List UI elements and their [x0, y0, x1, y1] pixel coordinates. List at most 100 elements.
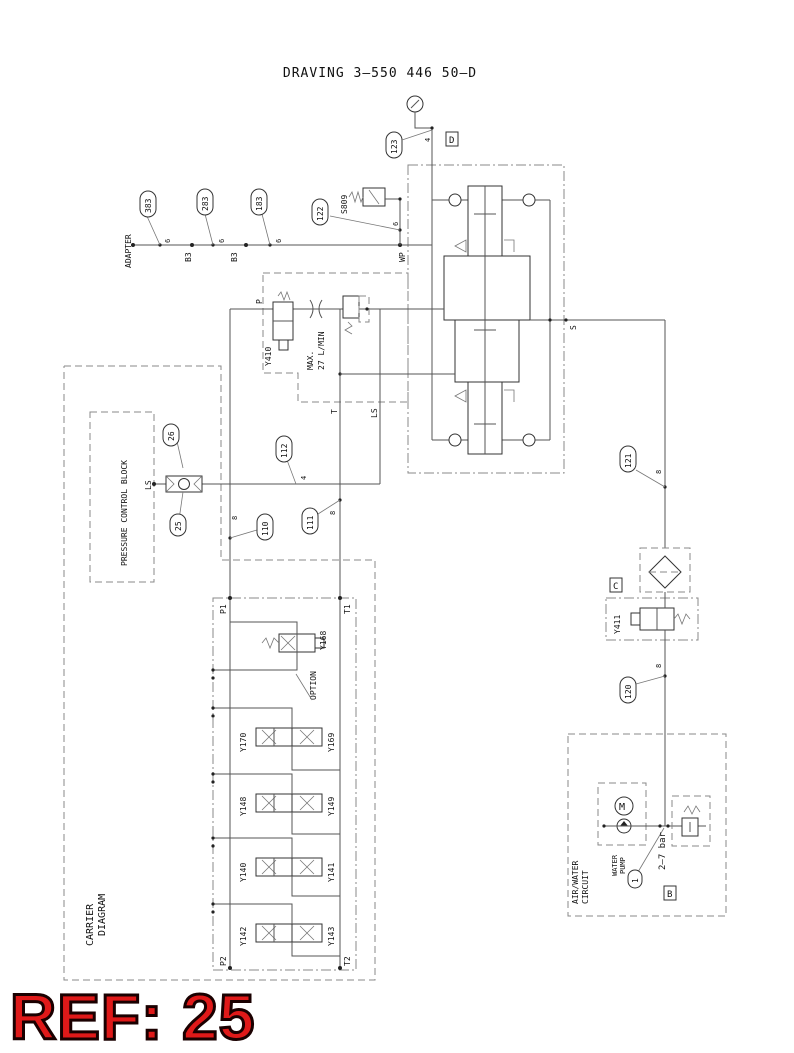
t2-label: T2 [343, 956, 352, 966]
size-label: 6 [275, 239, 283, 243]
flow-label: 27 L/MIN [317, 331, 326, 370]
callout-bubble: 121 [619, 445, 637, 473]
pressure-relief-valve [342, 295, 360, 319]
s809-label: S809 [340, 195, 349, 214]
air-water-label: CIRCUIT [581, 870, 590, 904]
svg-text:111: 111 [306, 515, 315, 530]
svg-text:1: 1 [631, 878, 640, 883]
y410-label: Y410 [264, 347, 273, 366]
callout-bubble: 112 [275, 435, 293, 463]
callout-bubble: 122 [311, 198, 329, 226]
max-label: MAX. [306, 351, 315, 370]
water-pump-label: WATER [611, 854, 619, 876]
filter-valve-region [605, 597, 699, 641]
callout-bubble: 183 [250, 188, 268, 216]
size-label: 4 [300, 476, 308, 480]
filter-housing [639, 547, 691, 593]
drawing-title: DRAVING 3—550 446 50—D [283, 66, 477, 81]
check-ball-icon [522, 433, 536, 447]
size-label: 6 [218, 239, 226, 243]
size-label: 8 [655, 470, 663, 474]
arrow-icon [454, 389, 467, 403]
callout-bubble: 120 [619, 676, 637, 704]
ls-label: LS [370, 408, 379, 418]
svg-text:383: 383 [144, 198, 153, 213]
air-water-label: AIR/WATER [571, 860, 580, 904]
adapter-label: ADAPTER [124, 234, 133, 268]
detail-letter-c: C [613, 582, 618, 592]
cylinder-body [443, 255, 531, 321]
svg-text:122: 122 [316, 206, 325, 221]
y143-label: Y143 [327, 927, 336, 946]
water-pump-label: PUMP [619, 857, 627, 874]
check-ball-icon [448, 193, 462, 207]
y169-label: Y169 [327, 733, 336, 752]
svg-text:283: 283 [201, 196, 210, 211]
detail-letter-d: D [449, 136, 454, 146]
detail-box-b [663, 885, 677, 901]
motor-icon [614, 796, 634, 816]
cylinder-body-lower [454, 319, 520, 383]
carrier-region [63, 365, 376, 981]
carrier-label: DIAGRAM [97, 894, 108, 936]
y168-label: Y168 [319, 631, 328, 650]
detail-box-d [445, 131, 459, 147]
wp-label: WP [398, 252, 407, 262]
p1-label: P1 [219, 604, 228, 614]
svg-text:120: 120 [624, 684, 633, 699]
callout-bubble: 25 [169, 513, 187, 537]
ref-label: REF: 25 [8, 981, 256, 1053]
callout-bubble: 383 [139, 190, 157, 218]
p-label: P [255, 299, 264, 304]
y411-label: Y411 [613, 615, 622, 634]
svg-text:123: 123 [390, 139, 399, 154]
check-ball-icon [522, 193, 536, 207]
y149-label: Y149 [327, 797, 336, 816]
callout-bubble: 111 [301, 507, 319, 535]
svg-text:121: 121 [624, 453, 633, 468]
motor-label: M [619, 802, 625, 813]
flow-restrictor-icon [309, 299, 323, 319]
bar-label: 2—7 bar [658, 831, 668, 870]
y142-label: Y142 [239, 927, 248, 946]
pressure-control-region [89, 411, 155, 583]
svg-text:25: 25 [174, 521, 183, 531]
detail-box-c [609, 577, 623, 593]
size-label: 4 [424, 138, 432, 142]
svg-text:183: 183 [255, 196, 264, 211]
y148-label: Y148 [239, 797, 248, 816]
valve-pair-y148-y149 [211, 772, 340, 835]
callout-bubble: 110 [256, 513, 274, 541]
svg-text:110: 110 [261, 521, 270, 536]
size-label: 8 [231, 516, 239, 520]
y140-label: Y140 [239, 863, 248, 882]
carrier-label: CARRIER [85, 903, 96, 946]
b3-label: B3 [230, 252, 239, 262]
valve-pair-y170-y169 [211, 706, 340, 771]
p2-label: P2 [219, 956, 228, 966]
pump-housing [597, 782, 647, 846]
air-water-region [567, 733, 727, 917]
t1-label: T1 [343, 604, 352, 614]
s-label: S [569, 325, 578, 330]
svg-text:112: 112 [280, 443, 289, 458]
detail-letter-b: B [667, 890, 672, 900]
t-label: T [330, 409, 339, 414]
size-label: 6 [164, 239, 172, 243]
size-label: 8 [655, 664, 663, 668]
svg-text:26: 26 [167, 431, 176, 441]
callout-bubble: 123 [385, 131, 403, 159]
callout-bubble: 26 [162, 423, 180, 447]
valve-pair-y142-y143 [211, 902, 340, 957]
ls-label: LS [144, 480, 153, 490]
size-label: 8 [329, 511, 337, 515]
pressure-block-label: PRESSURE CONTROL BLOCK [120, 460, 129, 566]
y170-label: Y170 [239, 733, 248, 752]
y141-label: Y141 [327, 863, 336, 882]
control-valves-region [212, 597, 357, 971]
callout-bubble: 1 [627, 869, 643, 889]
valve-block-region [262, 272, 409, 403]
callout-bubble: 283 [196, 188, 214, 216]
check-ball-icon [448, 433, 462, 447]
